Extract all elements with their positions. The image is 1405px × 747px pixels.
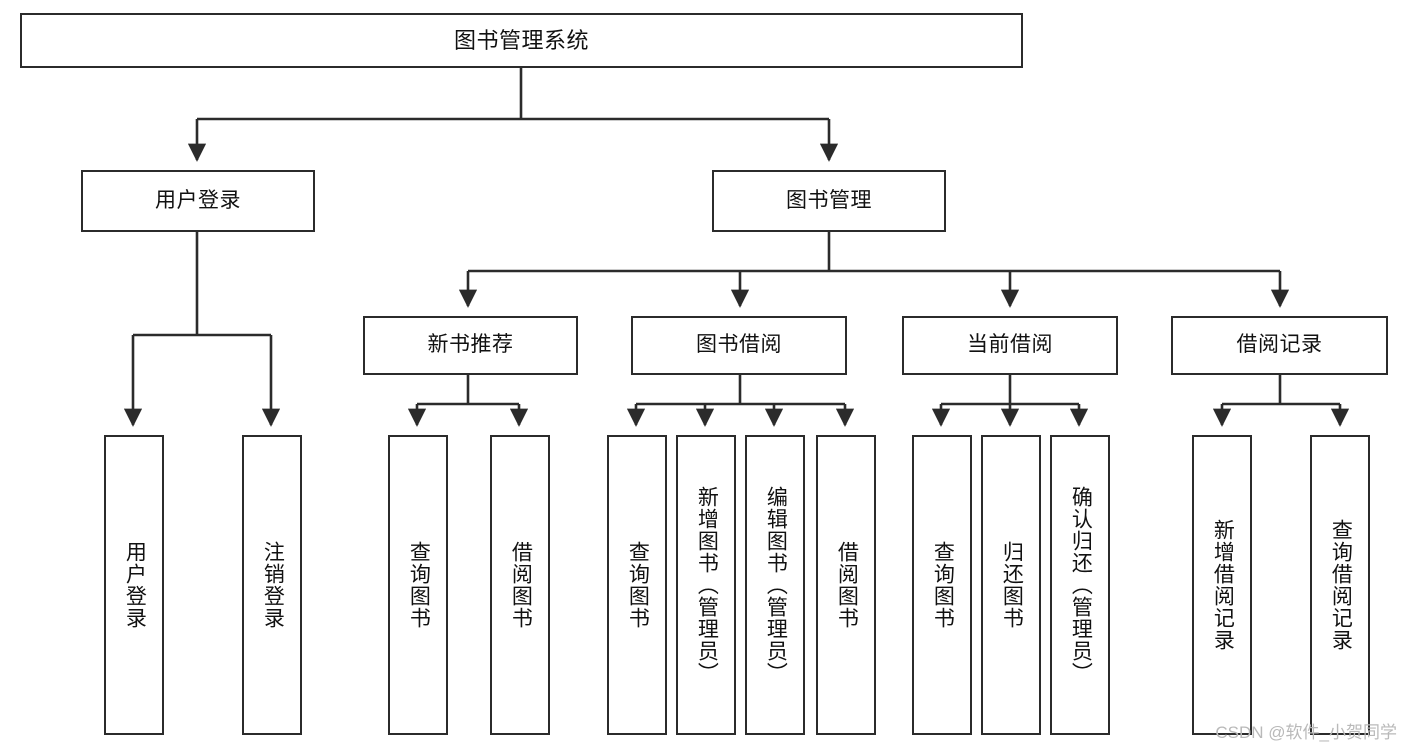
node-leaf-rec-borrow-book-label: 借阅图书 [509, 541, 533, 629]
node-new-book-recommend-label: 新书推荐 [427, 333, 514, 357]
node-leaf-cur-query-book[interactable]: 查询图书 [912, 435, 972, 735]
node-leaf-user-login[interactable]: 用户登录 [104, 435, 164, 735]
node-book-manage-label: 图书管理 [786, 188, 872, 212]
node-leaf-rec-add-record-label: 新增借阅记录 [1211, 519, 1235, 651]
node-leaf-cur-confirm-return[interactable]: 确认归还（管理员） [1050, 435, 1110, 735]
node-leaf-borrow-query-book[interactable]: 查询图书 [607, 435, 667, 735]
node-leaf-rec-borrow-book[interactable]: 借阅图书 [490, 435, 550, 735]
node-root-label: 图书管理系统 [453, 27, 589, 53]
node-leaf-rec-query-book[interactable]: 查询图书 [388, 435, 448, 735]
node-leaf-rec-query-record-label: 查询借阅记录 [1329, 519, 1353, 651]
node-leaf-cur-return-book[interactable]: 归还图书 [981, 435, 1041, 735]
node-new-book-recommend[interactable]: 新书推荐 [363, 316, 578, 375]
node-book-borrow-label: 图书借阅 [696, 333, 782, 357]
node-borrow-record[interactable]: 借阅记录 [1171, 316, 1388, 375]
node-leaf-user-logout[interactable]: 注销登录 [242, 435, 302, 735]
node-leaf-borrow-add-book-label: 新增图书（管理员） [695, 486, 719, 684]
node-user-login[interactable]: 用户登录 [81, 170, 315, 232]
node-leaf-borrow-add-book[interactable]: 新增图书（管理员） [676, 435, 736, 735]
node-leaf-cur-query-book-label: 查询图书 [931, 541, 955, 629]
node-leaf-rec-query-book-label: 查询图书 [407, 541, 431, 629]
node-book-manage[interactable]: 图书管理 [712, 170, 946, 232]
node-current-borrow-label: 当前借阅 [967, 333, 1053, 357]
node-leaf-borrow-query-book-label: 查询图书 [626, 541, 650, 629]
node-leaf-rec-add-record[interactable]: 新增借阅记录 [1192, 435, 1252, 735]
node-leaf-user-logout-label: 注销登录 [261, 541, 285, 629]
node-leaf-cur-return-book-label: 归还图书 [1000, 541, 1024, 629]
node-leaf-user-login-label: 用户登录 [123, 541, 147, 629]
watermark-text: CSDN @软件_小贺同学 [1215, 723, 1397, 742]
node-borrow-record-label: 借阅记录 [1236, 333, 1323, 357]
node-leaf-borrow-edit-book-label: 编辑图书（管理员） [764, 486, 788, 684]
node-user-login-label: 用户登录 [155, 188, 241, 212]
node-leaf-borrow-borrow-book-label: 借阅图书 [835, 541, 859, 629]
node-leaf-rec-query-record[interactable]: 查询借阅记录 [1310, 435, 1370, 735]
node-leaf-borrow-borrow-book[interactable]: 借阅图书 [816, 435, 876, 735]
node-leaf-borrow-edit-book[interactable]: 编辑图书（管理员） [745, 435, 805, 735]
node-root[interactable]: 图书管理系统 [20, 13, 1023, 68]
node-book-borrow[interactable]: 图书借阅 [631, 316, 847, 375]
node-leaf-cur-confirm-return-label: 确认归还（管理员） [1069, 486, 1093, 684]
node-current-borrow[interactable]: 当前借阅 [902, 316, 1118, 375]
